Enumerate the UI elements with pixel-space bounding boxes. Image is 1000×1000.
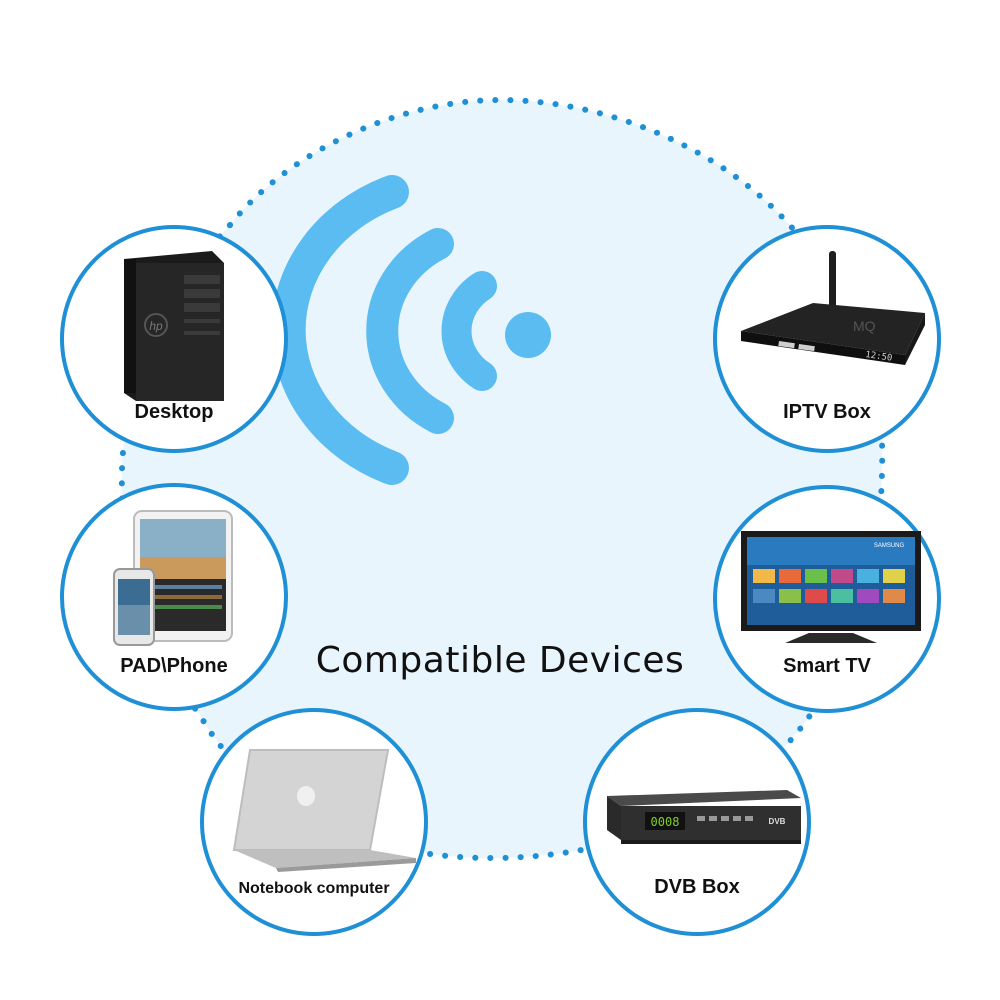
- device-desktop: hp Desktop: [60, 225, 288, 453]
- device-label-desktop: Desktop: [134, 401, 214, 423]
- signal-arc-inner: [441, 271, 497, 391]
- signal-dot: [505, 312, 551, 358]
- smart-tv-icon: SAMSUNG: [741, 531, 921, 643]
- device-smart-tv: SAMSUNG Smart TV: [713, 485, 941, 713]
- wifi-signal-icon: [271, 175, 497, 485]
- page-title: Compatible Devices: [315, 640, 685, 681]
- device-label-pad-phone: PAD\Phone: [120, 655, 228, 677]
- laptop-icon: [232, 749, 416, 872]
- hp-logo: hp: [149, 319, 163, 333]
- device-pad-phone: PAD\Phone: [60, 483, 288, 711]
- dvb-box-icon: 0008 DVB: [607, 790, 801, 844]
- signal-arc-middle: [366, 228, 454, 434]
- iptv-box-icon: MQ 12:50: [741, 251, 925, 365]
- tv-brand: SAMSUNG: [874, 543, 905, 549]
- signal-arc-outer: [271, 175, 409, 485]
- dvb-badge: DVB: [769, 817, 786, 826]
- iptv-brand: MQ: [853, 318, 876, 334]
- device-label-smart-tv: Smart TV: [783, 655, 871, 677]
- tablet-phone-icon: [113, 510, 233, 646]
- device-iptv-box: MQ 12:50 IPTV Box: [713, 225, 941, 453]
- device-label-dvb-box: DVB Box: [654, 876, 740, 898]
- device-label-iptv-box: IPTV Box: [783, 401, 871, 423]
- device-label-notebook: Notebook computer: [238, 880, 390, 897]
- dvb-display: 0008: [651, 815, 680, 829]
- device-notebook: Notebook computer: [200, 708, 428, 936]
- iptv-clock: 12:50: [865, 350, 893, 364]
- desktop-tower-icon: hp: [124, 251, 224, 401]
- device-dvb-box: 0008 DVB DVB Box: [583, 708, 811, 936]
